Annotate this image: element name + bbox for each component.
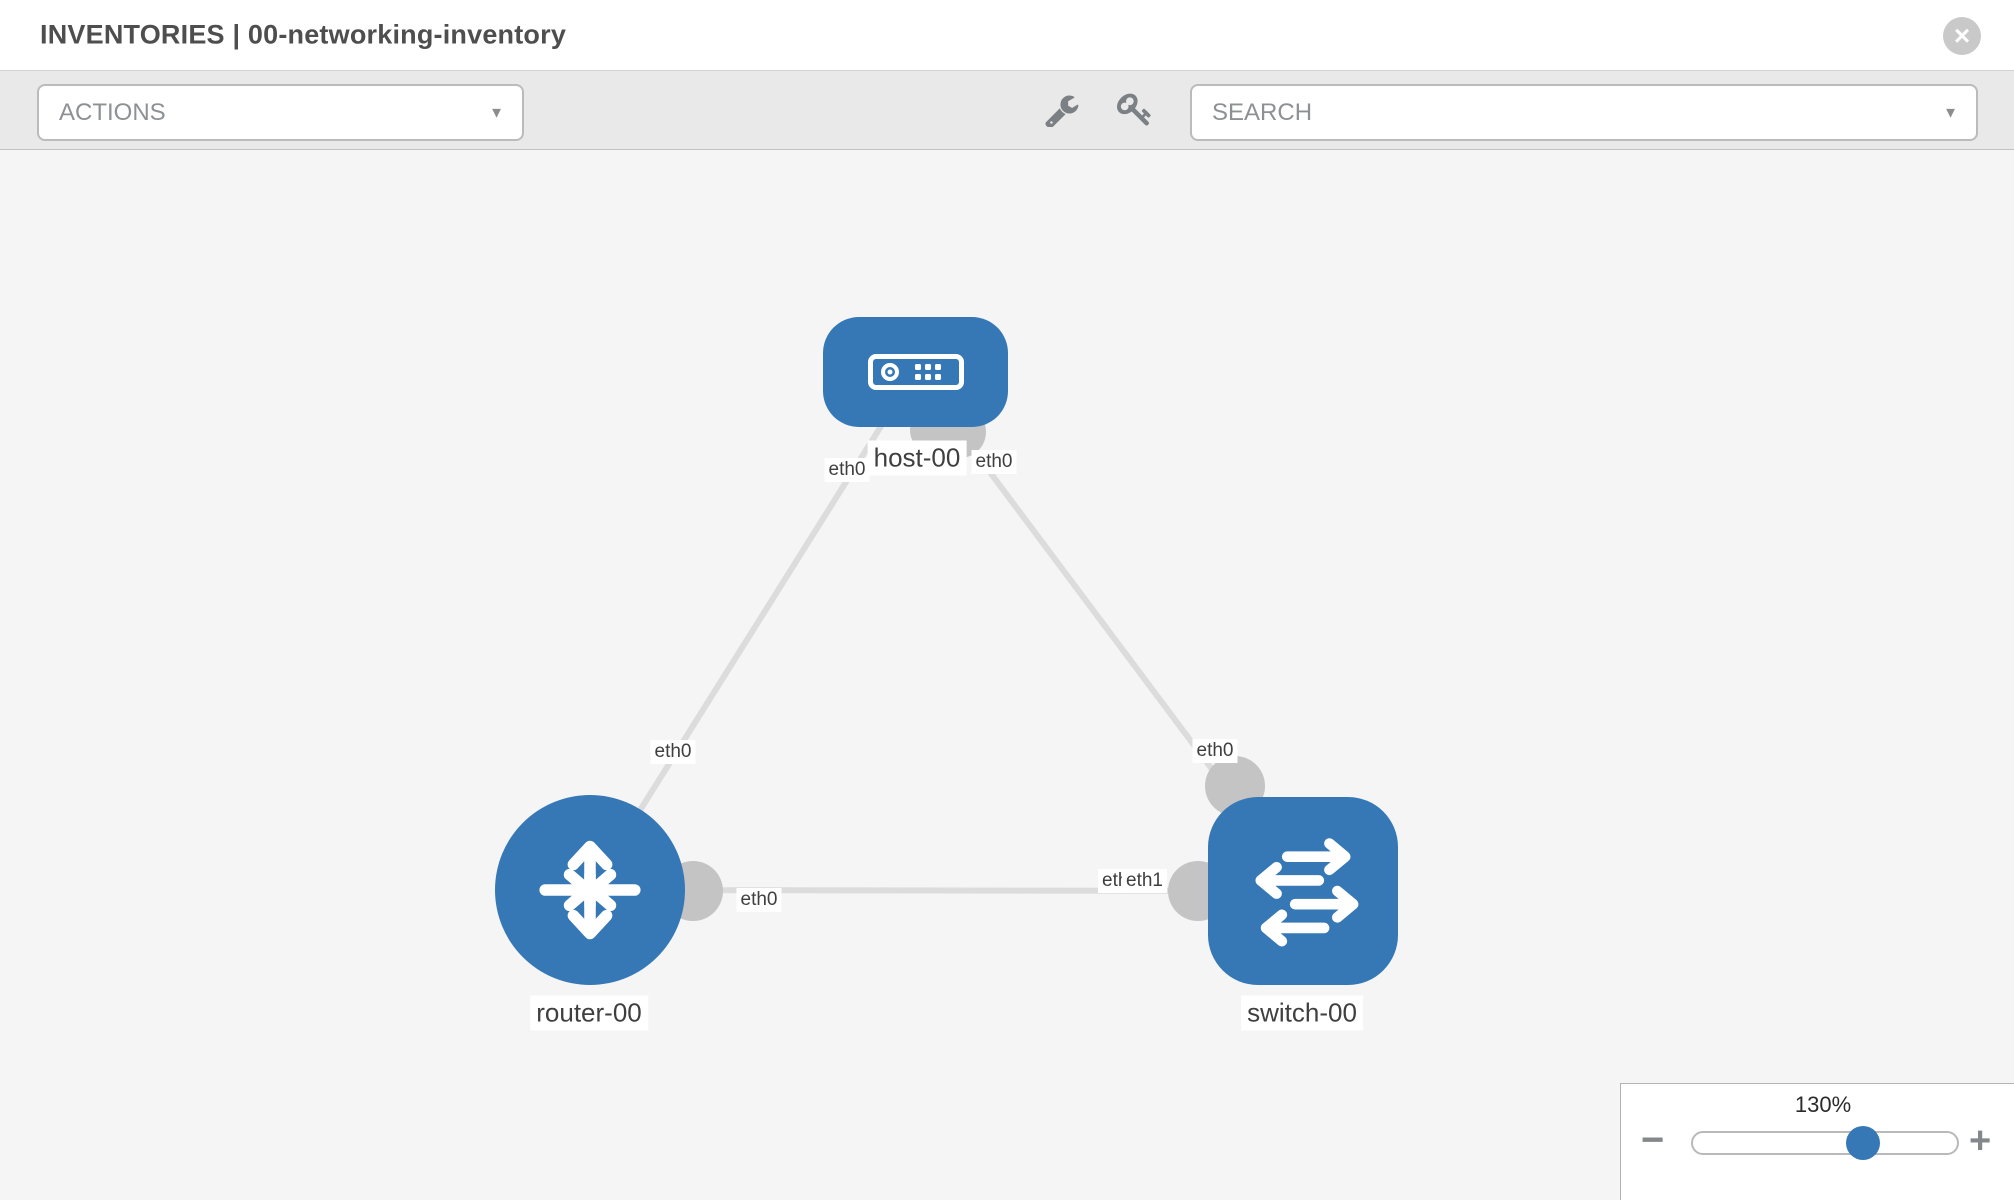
minus-icon: − [1641,1118,1665,1162]
zoom-slider-thumb[interactable] [1846,1126,1880,1160]
router-icon [539,840,641,940]
page-title: INVENTORIES | 00-networking-inventory [40,19,567,50]
plus-icon: + [1969,1120,1992,1162]
zoom-panel: 130% − + [1620,1083,2014,1200]
interface-label: eth1 [1122,869,1167,893]
switch-icon [1255,838,1359,947]
interface-label: eth0 [736,888,782,912]
actions-dropdown-label: ACTIONS [59,98,166,126]
interface-label: eth0 [1192,739,1238,763]
close-icon: × [1953,20,1971,51]
interface-label: eth0 [824,458,870,482]
toolbar: ACTIONS ▼ SEARCH ▼ [0,70,2014,150]
actions-dropdown[interactable]: ACTIONS ▼ [37,84,524,141]
search-dropdown-label: SEARCH [1212,98,1313,126]
wrench-icon [1045,95,1079,127]
configure-button[interactable] [1041,87,1085,131]
link-layer [587,370,1306,894]
node-switch-00[interactable] [1208,797,1398,985]
chevron-down-icon: ▼ [1943,104,1958,121]
host-icon [867,354,964,390]
zoom-level: 130% [1794,1092,1852,1117]
search-dropdown[interactable]: SEARCH ▼ [1190,84,1978,141]
chevron-down-icon: ▼ [489,104,504,121]
node-label-host: host-00 [867,440,967,476]
interface-label: eth0 [650,740,696,764]
zoom-slider[interactable] [1691,1131,1959,1155]
node-label-switch: switch-00 [1241,995,1363,1031]
topology-canvas[interactable]: host-00 router-00 switch-00 eth0 eth0 et… [0,150,2014,1200]
credentials-button[interactable] [1113,87,1157,131]
zoom-out-button[interactable]: − [1641,1120,1664,1160]
interface-label: eth0 [971,450,1017,474]
node-router-00[interactable] [495,795,685,985]
node-host-00[interactable] [823,317,1008,427]
close-button[interactable]: × [1943,17,1981,55]
header-bar: INVENTORIES | 00-networking-inventory × [0,0,2014,70]
node-label-router: router-00 [530,995,648,1031]
key-icon [1117,93,1151,126]
zoom-in-button[interactable]: + [1969,1122,1991,1160]
